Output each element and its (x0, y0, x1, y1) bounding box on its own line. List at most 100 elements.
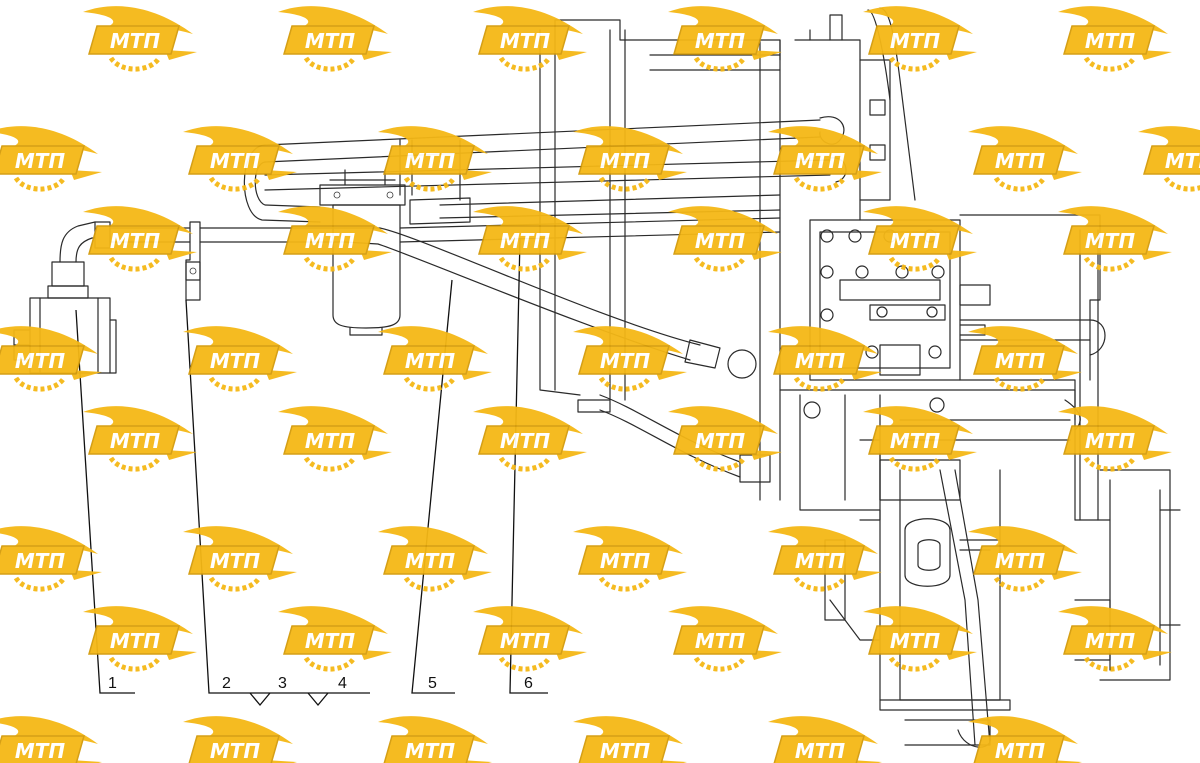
watermark-text: МТП (500, 629, 551, 653)
watermark-text: МТП (1085, 29, 1136, 53)
watermark-text: МТП (305, 29, 356, 53)
mtp-watermark-logo: МТП (668, 606, 782, 672)
mtp-watermark-logo: МТП (968, 716, 1082, 763)
mtp-watermark-logo: МТП (768, 326, 882, 392)
watermark-text: МТП (695, 29, 746, 53)
callout-number-3: 3 (278, 675, 287, 692)
mtp-watermark-logo: МТП (968, 326, 1082, 392)
mtp-watermark-logo: МТП (378, 526, 492, 592)
mtp-watermark-logo: МТП (573, 716, 687, 763)
watermark-text: МТП (15, 739, 66, 763)
watermark-text: МТП (890, 429, 941, 453)
mtp-watermark-logo: МТП (668, 206, 782, 272)
mtp-watermark-logo: МТП (1058, 6, 1172, 72)
mtp-watermark-logo: МТП (768, 126, 882, 192)
watermark-text: МТП (15, 549, 66, 573)
watermark-text: МТП (995, 149, 1046, 173)
mtp-watermark-logo: МТП (863, 406, 977, 472)
mtp-watermark-logo: МТП (573, 526, 687, 592)
callout-number-4: 4 (338, 675, 347, 692)
mtp-watermark-logo: МТП (183, 126, 297, 192)
callout-number-1: 1 (108, 675, 117, 692)
mtp-watermark-logo: МТП (668, 406, 782, 472)
watermark-text: МТП (695, 429, 746, 453)
mtp-watermark-logo: МТП (473, 206, 587, 272)
watermark-text: МТП (110, 429, 161, 453)
mtp-watermark-logo: МТП (183, 526, 297, 592)
watermark-text: МТП (500, 229, 551, 253)
watermark-text: МТП (110, 229, 161, 253)
mtp-watermark-logo: МТП (183, 326, 297, 392)
watermark-text: МТП (405, 549, 456, 573)
watermark-text: МТП (795, 349, 846, 373)
mtp-watermark-logo: МТП (278, 406, 392, 472)
mtp-watermark-logo: МТП (473, 406, 587, 472)
mtp-watermark-logo: МТП (0, 126, 102, 192)
watermark-text: МТП (695, 629, 746, 653)
mtp-watermark-logo: МТП (83, 606, 197, 672)
mtp-watermark-logo: МТП (1058, 606, 1172, 672)
watermark-text: МТП (795, 739, 846, 763)
watermark-text: МТП (600, 739, 651, 763)
callout-number-6: 6 (524, 675, 533, 692)
watermark-text: МТП (1085, 229, 1136, 253)
mtp-watermark-logo: МТП (473, 6, 587, 72)
watermark-text: МТП (995, 349, 1046, 373)
watermark-text: МТП (210, 349, 261, 373)
watermark-text: МТП (305, 229, 356, 253)
mtp-watermark-logo: МТП (0, 526, 102, 592)
watermark-text: МТП (890, 229, 941, 253)
mtp-watermark-logo: МТП (83, 6, 197, 72)
watermark-text: МТП (795, 149, 846, 173)
watermark-text: МТП (210, 549, 261, 573)
mtp-watermark-logo: МТП (1138, 126, 1200, 192)
mtp-watermark-logo: МТП (378, 126, 492, 192)
watermark-text: МТП (995, 549, 1046, 573)
watermark-text: МТП (890, 629, 941, 653)
mtp-watermark-logo: МТП (0, 716, 102, 763)
mtp-watermark-logo: МТП (183, 716, 297, 763)
watermark-text: МТП (500, 29, 551, 53)
watermark-text: МТП (600, 549, 651, 573)
mtp-watermark-logo: МТП (768, 716, 882, 763)
mtp-watermark-logo: МТП (968, 126, 1082, 192)
mtp-watermark-logo: МТП (1058, 206, 1172, 272)
watermark-text: МТП (110, 629, 161, 653)
drain-hoses (344, 217, 781, 483)
watermark-text: МТП (600, 149, 651, 173)
watermark-text: МТП (795, 549, 846, 573)
watermark-text: МТП (405, 739, 456, 763)
mtp-watermark-logo: МТП (573, 126, 687, 192)
watermark-text: МТП (305, 629, 356, 653)
watermark-text: МТП (210, 149, 261, 173)
watermark-text: МТП (305, 429, 356, 453)
watermark-text: МТП (600, 349, 651, 373)
mtp-watermark-logo: МТП (863, 606, 977, 672)
mtp-watermark-logo: МТП (768, 526, 882, 592)
watermark-text: МТП (15, 149, 66, 173)
watermark-text: МТП (405, 349, 456, 373)
watermark-text: МТП (695, 229, 746, 253)
watermark-text: МТП (995, 739, 1046, 763)
mtp-watermark-logo: МТП (573, 326, 687, 392)
mtp-watermark-logo: МТП (863, 6, 977, 72)
mtp-watermark-logo: МТП (378, 716, 492, 763)
watermark-text: МТП (1165, 149, 1200, 173)
callout-leaders (75, 237, 548, 707)
mtp-watermark-logo: МТП (83, 406, 197, 472)
mtp-watermark-logo: МТП (668, 6, 782, 72)
callout-number-5: 5 (428, 675, 437, 692)
watermark-text: МТП (110, 29, 161, 53)
mtp-watermark-logo: МТП (968, 526, 1082, 592)
mtp-watermark-logo: МТП (0, 326, 102, 392)
mtp-watermark-logo: МТП (1058, 406, 1172, 472)
watermark-text: МТП (890, 29, 941, 53)
watermark-text: МТП (1085, 629, 1136, 653)
watermark-text: МТП (1085, 429, 1136, 453)
watermark-text: МТП (405, 149, 456, 173)
mtp-watermark-logo: МТП (278, 606, 392, 672)
watermark-text: МТП (210, 739, 261, 763)
watermark-text: МТП (15, 349, 66, 373)
